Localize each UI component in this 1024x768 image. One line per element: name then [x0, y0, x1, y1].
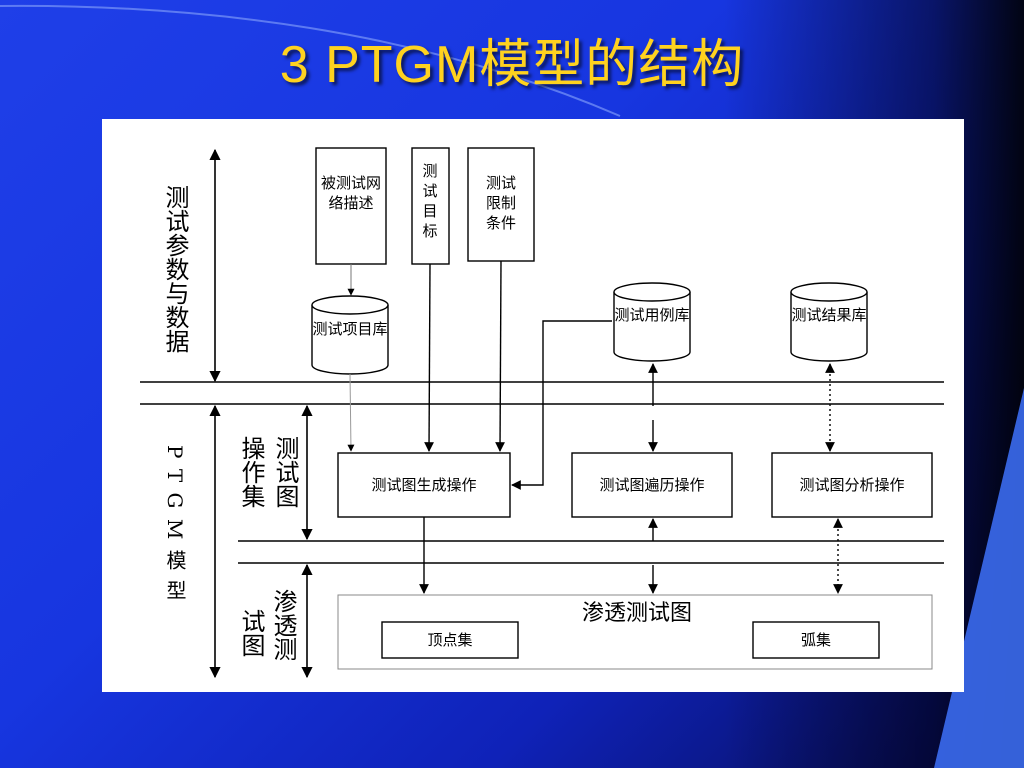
ptg-label-col1: 渗透测 [269, 589, 297, 661]
case-lib-label: 测试用例库 [614, 306, 690, 324]
target-label: 测试目标 [422, 162, 438, 240]
opset-label-col1: 测试图 [271, 436, 299, 508]
result-lib-cylinder [790, 282, 868, 362]
network-desc-label: 被测试网络描述 [320, 174, 381, 212]
opset-label-col2: 操作集 [237, 436, 265, 508]
arc-set-label: 弧集 [800, 631, 831, 649]
network-desc-box [315, 147, 387, 265]
ptgm-layer-label: P T G M 模 型 [163, 445, 187, 603]
vertex-set-box [381, 621, 519, 659]
case-lib-cylinder [613, 282, 691, 362]
ptg-label-col2: 试图 [237, 609, 265, 657]
constraints-box [467, 147, 535, 262]
project-lib-label: 测试项目库 [312, 320, 388, 338]
slide-title: 3 PTGM模型的结构 [279, 36, 745, 94]
target-box [411, 147, 450, 265]
constraints-to-generate-arrow [495, 260, 505, 452]
target-to-generate-arrow [424, 263, 434, 452]
generate-op-label: 测试图生成操作 [371, 476, 477, 494]
background-swoosh [0, 4, 621, 117]
project-to-generate-arrow [347, 373, 355, 452]
case-to-generate-arrow [511, 320, 612, 490]
constraints-label: 测试限制条件 [485, 174, 516, 232]
traverse-op-label: 测试图遍历操作 [599, 476, 705, 494]
traverse-op-box [571, 452, 733, 518]
ptg-title: 渗透测试图 [581, 601, 692, 626]
diagram-panel: 测试参数与数据 P T G M 模 型 测试图 操作集 渗透测 试图 被测试网络… [102, 119, 964, 692]
arc-set-box [752, 621, 880, 659]
analyze-op-box [771, 452, 933, 518]
diagram-canvas [140, 147, 944, 679]
result-lib-label: 测试结果库 [791, 306, 867, 324]
params-layer-label: 测试参数与数据 [161, 185, 189, 353]
vertex-set-label: 顶点集 [427, 631, 473, 649]
analyze-op-label: 测试图分析操作 [799, 476, 905, 494]
generate-op-box [337, 452, 511, 518]
